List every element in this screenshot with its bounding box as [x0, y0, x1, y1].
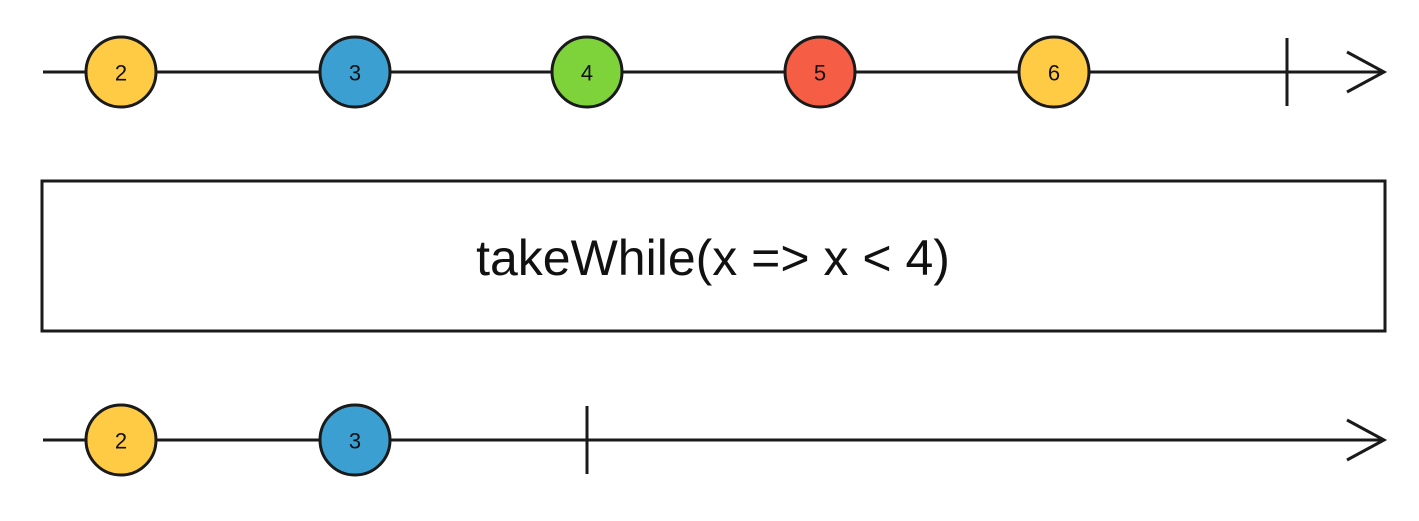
input-marble-circle: [1017, 35, 1091, 109]
output-marble-label: 2: [115, 429, 127, 454]
input-marble-circle: [318, 35, 392, 109]
input-marble-circle: [783, 35, 857, 109]
input-marble: 2: [84, 35, 158, 109]
input-marble-circle: [550, 35, 624, 109]
output-marble: 2: [84, 403, 158, 477]
input-marbles: 2 3 4 5 6: [84, 35, 1091, 109]
operator-label: takeWhile(x => x < 4): [476, 230, 950, 286]
output-marble: 3: [318, 403, 392, 477]
input-arrow-icon: [1346, 50, 1388, 94]
input-marble-label: 3: [349, 61, 361, 86]
input-marble-circle: [84, 35, 158, 109]
output-marble-circle: [84, 403, 158, 477]
input-marble-label: 2: [115, 61, 127, 86]
input-marble: 5: [783, 35, 857, 109]
input-marble-label: 4: [581, 61, 593, 86]
input-marble-label: 5: [814, 61, 826, 86]
input-marble: 6: [1017, 35, 1091, 109]
input-marble-label: 6: [1048, 61, 1060, 86]
input-marble: 3: [318, 35, 392, 109]
input-marble: 4: [550, 35, 624, 109]
output-arrow-icon: [1346, 418, 1388, 462]
output-marble-label: 3: [349, 429, 361, 454]
operator: takeWhile(x => x < 4): [40, 179, 1387, 333]
input-stream: 2 3 4 5 6: [43, 35, 1388, 109]
operator-box: [40, 179, 1387, 333]
output-marble-circle: [318, 403, 392, 477]
